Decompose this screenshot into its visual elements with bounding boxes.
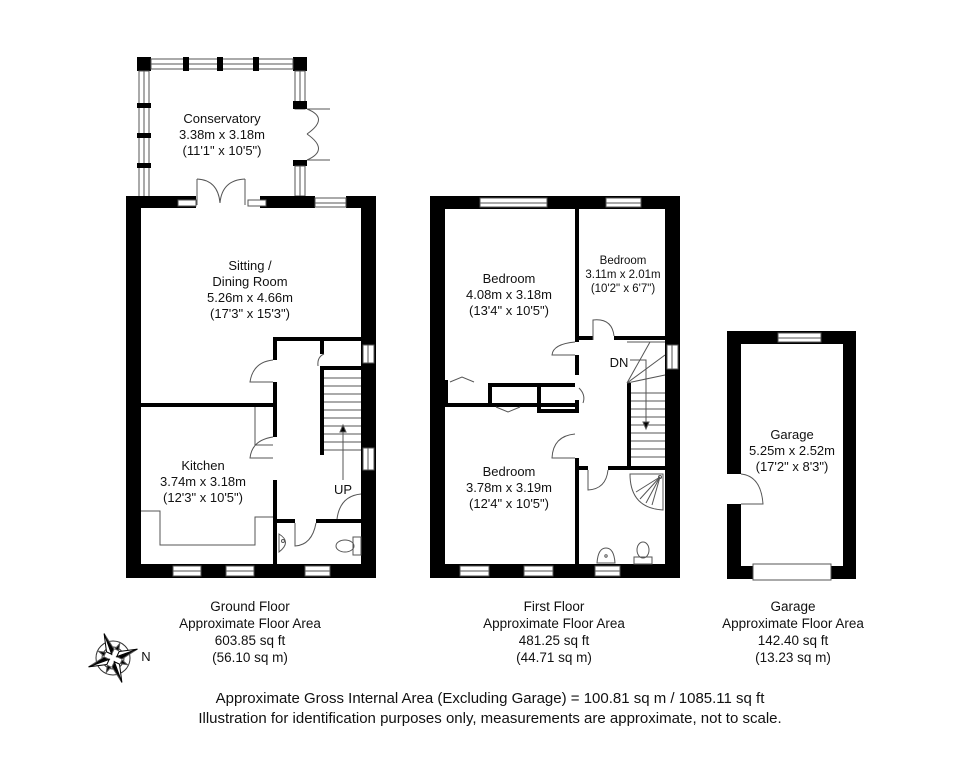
room-name: Kitchen <box>181 458 225 473</box>
room-metric: 3.11m x 2.01m <box>585 269 661 281</box>
room-label-bedroom-2: Bedroom 3.11m x 2.01m (10'2" x 6'7") <box>578 254 668 296</box>
floor-sqft: 142.40 sq ft <box>757 633 829 648</box>
floor-sqm: (56.10 sq m) <box>212 650 288 665</box>
room-imperial: (17'2" x 8'3") <box>755 459 829 474</box>
room-label-garage: Garage 5.25m x 2.52m (17'2" x 8'3") <box>742 427 842 475</box>
caption-garage: Garage Approximate Floor Area 142.40 sq … <box>713 598 873 666</box>
floor-title: First Floor <box>523 599 585 614</box>
room-label-kitchen: Kitchen 3.74m x 3.18m (12'3" x 10'5") <box>153 458 253 506</box>
staircase-first <box>626 341 666 458</box>
room-metric: 3.38m x 3.18m <box>179 127 265 142</box>
room-imperial: (17'3" x 15'3") <box>210 306 290 321</box>
room-label-bedroom-3: Bedroom 3.78m x 3.19m (12'4" x 10'5") <box>459 464 559 512</box>
room-imperial: (12'4" x 10'5") <box>469 496 549 511</box>
floor-subtitle: Approximate Floor Area <box>483 616 625 631</box>
room-imperial: (10'2" x 6'7") <box>590 283 656 295</box>
room-name: Conservatory <box>183 111 261 126</box>
room-name: Bedroom <box>482 271 536 286</box>
floor-sqm: (13.23 sq m) <box>755 650 831 665</box>
gross-area-text: Approximate Gross Internal Area (Excludi… <box>215 690 765 707</box>
room-imperial: (11'1" x 10'5") <box>182 143 262 158</box>
room-name: Garage <box>770 427 814 442</box>
stairs-down-label: DN <box>609 355 629 370</box>
door-sitting-hall <box>249 359 274 383</box>
room-name-line2: Dining Room <box>212 274 288 289</box>
caption-first-floor: First Floor Approximate Floor Area 481.2… <box>474 598 634 666</box>
door-bedroom3 <box>551 433 576 459</box>
bathroom-fittings <box>596 473 664 565</box>
caption-ground-floor: Ground Floor Approximate Floor Area 603.… <box>170 598 330 666</box>
door-bedroom2 <box>592 319 615 340</box>
floor-subtitle: Approximate Floor Area <box>722 616 864 631</box>
floor-title: Garage <box>770 599 816 614</box>
room-label-conservatory: Conservatory 3.38m x 3.18m (11'1" x 10'5… <box>172 111 272 159</box>
room-metric: 4.08m x 3.18m <box>466 287 552 302</box>
door-cupboard <box>317 353 325 367</box>
kitchen-units <box>141 407 273 546</box>
door-front <box>336 493 362 520</box>
room-name: Bedroom <box>599 255 647 267</box>
room-metric: 5.25m x 2.52m <box>749 443 835 458</box>
door-kitchen <box>249 436 274 459</box>
floor-sqft: 603.85 sq ft <box>214 633 286 648</box>
room-name-line1: Sitting / <box>228 258 272 273</box>
compass-north-label: N <box>141 649 151 664</box>
room-metric: 5.26m x 4.66m <box>207 290 293 305</box>
room-imperial: (13'4" x 10'5") <box>469 303 549 318</box>
room-label-bedroom-1: Bedroom 4.08m x 3.18m (13'4" x 10'5") <box>459 271 559 319</box>
wc-fittings <box>278 533 362 556</box>
room-imperial: (12'3" x 10'5") <box>163 490 243 505</box>
garage-walls <box>727 331 856 581</box>
ground-floor-walls <box>126 196 376 578</box>
stairs-up-label: UP <box>333 482 353 497</box>
staircase-ground <box>324 377 361 480</box>
door-bedroom1 <box>551 341 576 356</box>
floor-title: Ground Floor <box>210 599 290 614</box>
first-floor-walls <box>430 196 680 578</box>
room-label-sitting-dining: Sitting / Dining Room 5.26m x 4.66m (17'… <box>190 258 310 322</box>
floor-sqft: 481.25 sq ft <box>518 633 590 648</box>
door-wc <box>294 522 317 547</box>
disclaimer-text: Illustration for identification purposes… <box>198 710 782 727</box>
floor-subtitle: Approximate Floor Area <box>179 616 321 631</box>
compass-rose-icon <box>88 633 138 683</box>
floor-sqm: (44.71 sq m) <box>516 650 592 665</box>
room-metric: 3.74m x 3.18m <box>160 474 246 489</box>
conservatory <box>137 57 330 207</box>
room-name: Bedroom <box>482 464 536 479</box>
door-bathroom <box>587 469 609 491</box>
room-metric: 3.78m x 3.19m <box>466 480 552 495</box>
